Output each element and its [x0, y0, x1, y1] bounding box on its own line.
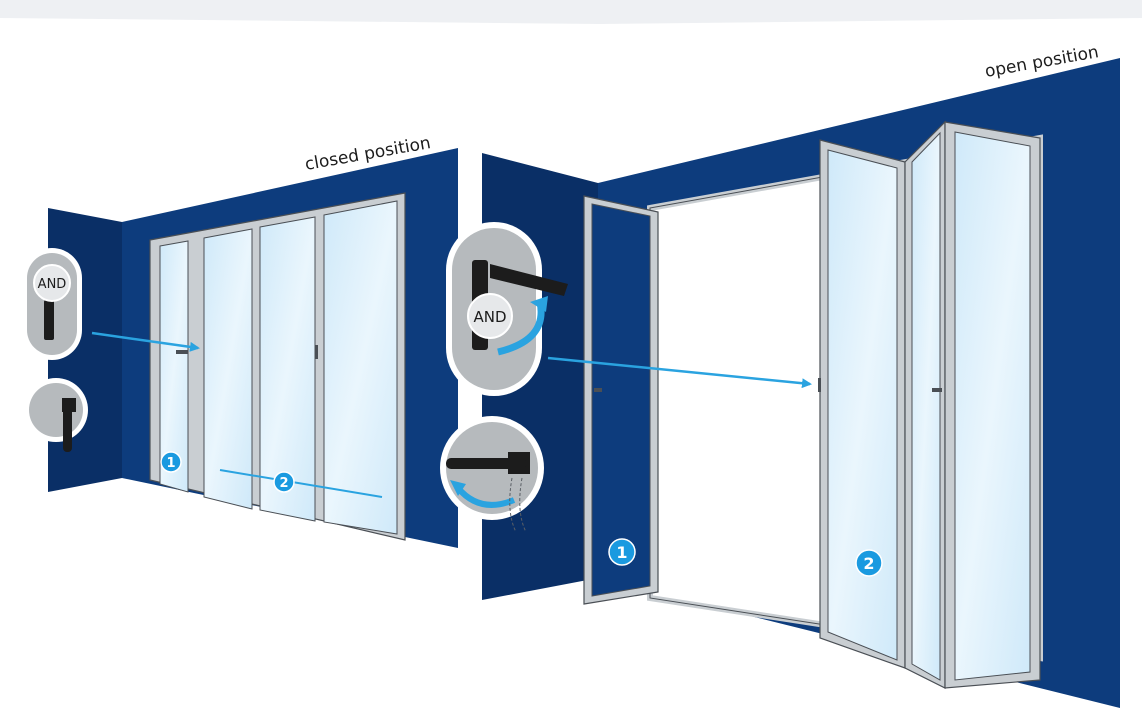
open-lock-inset: AND	[446, 222, 568, 396]
rotate-down-arrow-head-icon	[450, 480, 466, 496]
closed-badge-2	[273, 471, 295, 493]
handle-chain-icon	[509, 477, 527, 533]
top-shadow	[0, 0, 1142, 24]
rotate-down-arrow-icon	[455, 485, 516, 508]
closed-position-scene: 1 2 closed position AND	[22, 133, 458, 548]
closed-panel-2	[203, 228, 253, 510]
open-badge-1	[608, 538, 636, 566]
open-lock-lever	[490, 264, 568, 296]
closed-slide-line	[219, 469, 383, 498]
rotate-arrow-head-icon	[530, 296, 548, 312]
open-fold-latch	[818, 378, 821, 392]
closed-handle-inset	[24, 378, 88, 452]
open-swing-door-handle	[594, 388, 602, 392]
closed-panel-4	[323, 200, 398, 535]
rotate-arrow-icon	[497, 301, 545, 356]
closed-badge-2-text: 2	[279, 476, 288, 491]
closed-panel-3	[259, 216, 316, 522]
closed-panel-latch	[315, 345, 318, 359]
open-fold-panel-3-glass	[954, 131, 1031, 681]
open-badge-2-text: 2	[863, 554, 874, 573]
closed-and-badge	[33, 264, 71, 302]
closed-badge-1	[160, 451, 182, 473]
closed-lock-icon	[44, 300, 54, 340]
closed-pointer-arrow	[91, 331, 200, 352]
open-fold-handle	[932, 388, 942, 392]
closed-panel-1	[159, 240, 189, 493]
open-and-badge	[467, 293, 513, 339]
closed-badge-1-text: 1	[166, 456, 175, 471]
lever-handle-horizontal-icon	[446, 458, 526, 469]
open-badge-1-text: 1	[616, 543, 627, 562]
open-fold-panel-2-glass	[911, 131, 941, 681]
open-badge-2	[855, 549, 883, 577]
open-and-text: AND	[473, 308, 506, 326]
lever-handle-icon	[63, 404, 72, 452]
open-swing-door-glass	[591, 203, 651, 597]
open-position-scene: 1 2 open position AND	[440, 42, 1120, 708]
closed-and-text: AND	[38, 277, 67, 292]
closed-door-handle	[176, 350, 188, 354]
closed-lock-inset: AND	[22, 248, 82, 360]
open-handle-inset	[440, 416, 544, 533]
open-pointer-arrow	[547, 356, 812, 389]
open-fold-panel-1-glass	[827, 149, 898, 661]
